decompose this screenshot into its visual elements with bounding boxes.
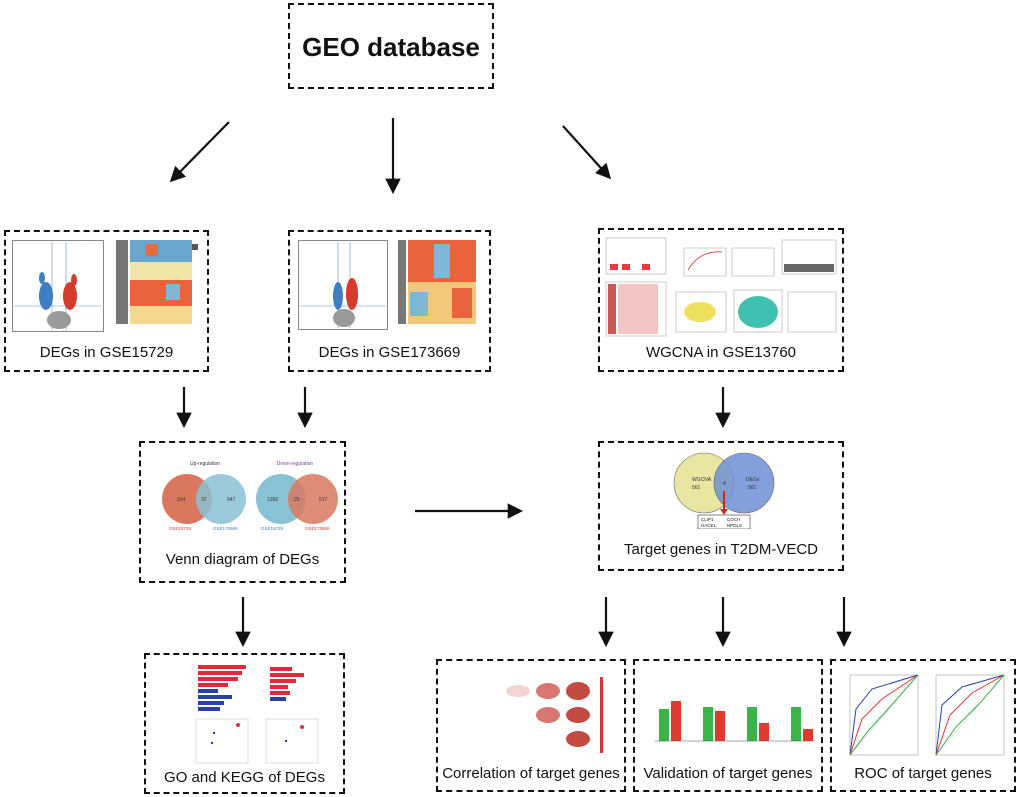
venn-up-title: Up-regulation bbox=[190, 461, 220, 467]
heatmap-gse173669 bbox=[398, 240, 476, 324]
target-gene-2: COCH bbox=[727, 517, 740, 522]
venn-down-set-b: GSE173669 bbox=[305, 526, 330, 531]
venn-down-title: Down-regulation bbox=[277, 461, 314, 467]
target-left-count: 561 bbox=[692, 485, 701, 491]
target-overlap-count: 4 bbox=[723, 481, 726, 487]
venn-up-set-b: GSE173669 bbox=[213, 526, 238, 531]
target-gene-4: NPDLS bbox=[727, 523, 742, 528]
venn-diagrams: Up-regulation 314 37 647 GSE15729 GSE173… bbox=[162, 461, 338, 531]
correlation-matrix bbox=[506, 677, 603, 753]
venn-down-left-count: 1350 bbox=[267, 497, 278, 503]
target-genes-label: Target genes in T2DM-VECD bbox=[624, 541, 818, 558]
correlation-label: Correlation of target genes bbox=[442, 765, 620, 782]
target-venn: WGCNA 561 DEGs 561 4 CLIP1 COCH HACE1 NP… bbox=[673, 452, 775, 529]
wgcna-label: WGCNA in GSE13760 bbox=[645, 344, 797, 361]
go-kegg-label: GO and KEGG of DEGs bbox=[164, 769, 325, 786]
venn-up-right-count: 647 bbox=[227, 497, 236, 503]
geo-database-title: GEO database bbox=[302, 32, 480, 62]
geo-database-box: GEO database bbox=[288, 3, 494, 89]
go-kegg-plots bbox=[195, 665, 319, 764]
venn-down-set-a: GSE15729 bbox=[261, 526, 284, 531]
arrow-geo-to-wgcna bbox=[562, 125, 612, 180]
gse173669-label: DEGs in GSE173669 bbox=[318, 344, 461, 361]
target-left-set: WGCNA bbox=[692, 477, 712, 483]
go-kegg-box: GO and KEGG of DEGs bbox=[144, 653, 345, 794]
volcano-plot-gse173669 bbox=[298, 240, 388, 330]
volcano-plot-gse15729 bbox=[12, 240, 104, 332]
heatmap-gse15729 bbox=[116, 240, 198, 324]
target-gene-3: HACE1 bbox=[701, 523, 717, 528]
target-right-set: DEGs bbox=[746, 477, 760, 483]
validation-label: Validation of target genes bbox=[643, 765, 813, 782]
target-genes-box: WGCNA 561 DEGs 561 4 CLIP1 COCH HACE1 NP… bbox=[598, 441, 844, 571]
venn-up-set-a: GSE15729 bbox=[169, 526, 192, 531]
roc-curves bbox=[849, 674, 1005, 756]
venn-up-overlap-count: 37 bbox=[201, 497, 207, 503]
gse173669-box: DEGs in GSE173669 bbox=[288, 230, 491, 372]
venn-up-left-count: 314 bbox=[177, 497, 186, 503]
arrow-geo-to-gse15729 bbox=[169, 121, 230, 183]
target-gene-1: CLIP1 bbox=[701, 517, 714, 522]
gse15729-label: DEGs in GSE15729 bbox=[39, 344, 174, 361]
venn-down-overlap-count: 25 bbox=[294, 497, 300, 503]
venn-down-right-count: 517 bbox=[319, 497, 328, 503]
venn-box: Up-regulation 314 37 647 GSE15729 GSE173… bbox=[139, 441, 346, 583]
venn-label: Venn diagram of DEGs bbox=[165, 551, 320, 568]
validation-bar-charts bbox=[655, 701, 815, 742]
validation-box: Validation of target genes bbox=[633, 659, 823, 792]
correlation-box: Correlation of target genes bbox=[436, 659, 626, 792]
roc-box: ROC of target genes bbox=[830, 659, 1016, 792]
roc-label: ROC of target genes bbox=[854, 765, 992, 782]
wgcna-panels bbox=[605, 237, 837, 337]
wgcna-box: WGCNA in GSE13760 bbox=[598, 228, 844, 372]
target-right-count: 561 bbox=[748, 485, 757, 491]
gse15729-box: DEGs in GSE15729 bbox=[4, 230, 209, 372]
